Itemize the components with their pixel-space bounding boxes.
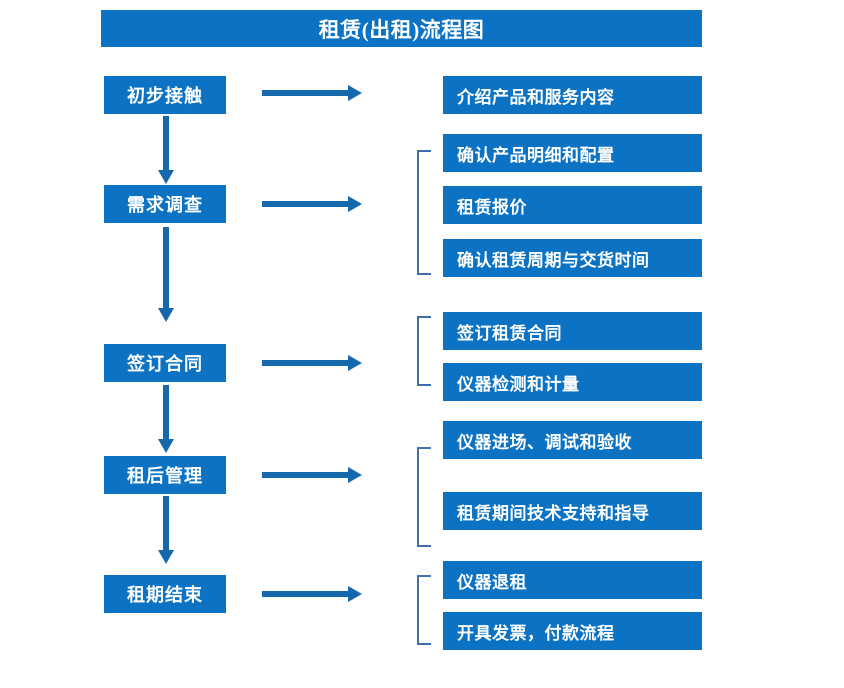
stage-box-sign-contract[interactable]: 签订合同 [104,344,226,382]
arrow-down-icon [157,227,175,322]
arrow-down-icon [157,385,175,453]
group-bracket-demand-survey [417,150,431,275]
stage-box-post-lease-management[interactable]: 租后管理 [104,456,226,494]
detail-box-technical-support[interactable]: 租赁期间技术支持和指导 [443,492,702,530]
arrow-down-icon [157,496,175,564]
detail-box-lease-quote[interactable]: 租赁报价 [443,186,702,224]
group-bracket-sign-contract [417,316,431,386]
detail-box-intro-products[interactable]: 介绍产品和服务内容 [443,76,702,114]
detail-box-instrument-inspection[interactable]: 仪器检测和计量 [443,363,702,401]
detail-box-sign-lease-contract[interactable]: 签订租赁合同 [443,312,702,350]
stage-box-initial-contact[interactable]: 初步接触 [104,76,226,114]
detail-box-instrument-entry-commissioning[interactable]: 仪器进场、调试和验收 [443,421,702,459]
detail-box-instrument-return[interactable]: 仪器退租 [443,561,702,599]
stage-box-lease-end[interactable]: 租期结束 [104,575,226,613]
flowchart-title: 租赁(出租)流程图 [101,10,702,47]
arrow-down-icon [157,116,175,184]
arrow-right-icon [262,466,362,484]
detail-box-confirm-lease-period[interactable]: 确认租赁周期与交货时间 [443,239,702,277]
arrow-right-icon [262,195,362,213]
arrow-right-icon [262,354,362,372]
detail-box-confirm-product-config[interactable]: 确认产品明细和配置 [443,134,702,172]
group-bracket-post-lease-management [417,447,431,547]
arrow-right-icon [262,585,362,603]
detail-box-invoice-payment[interactable]: 开具发票，付款流程 [443,612,702,650]
stage-box-demand-survey[interactable]: 需求调查 [104,185,226,223]
group-bracket-lease-end [417,575,431,645]
arrow-right-icon [262,84,362,102]
